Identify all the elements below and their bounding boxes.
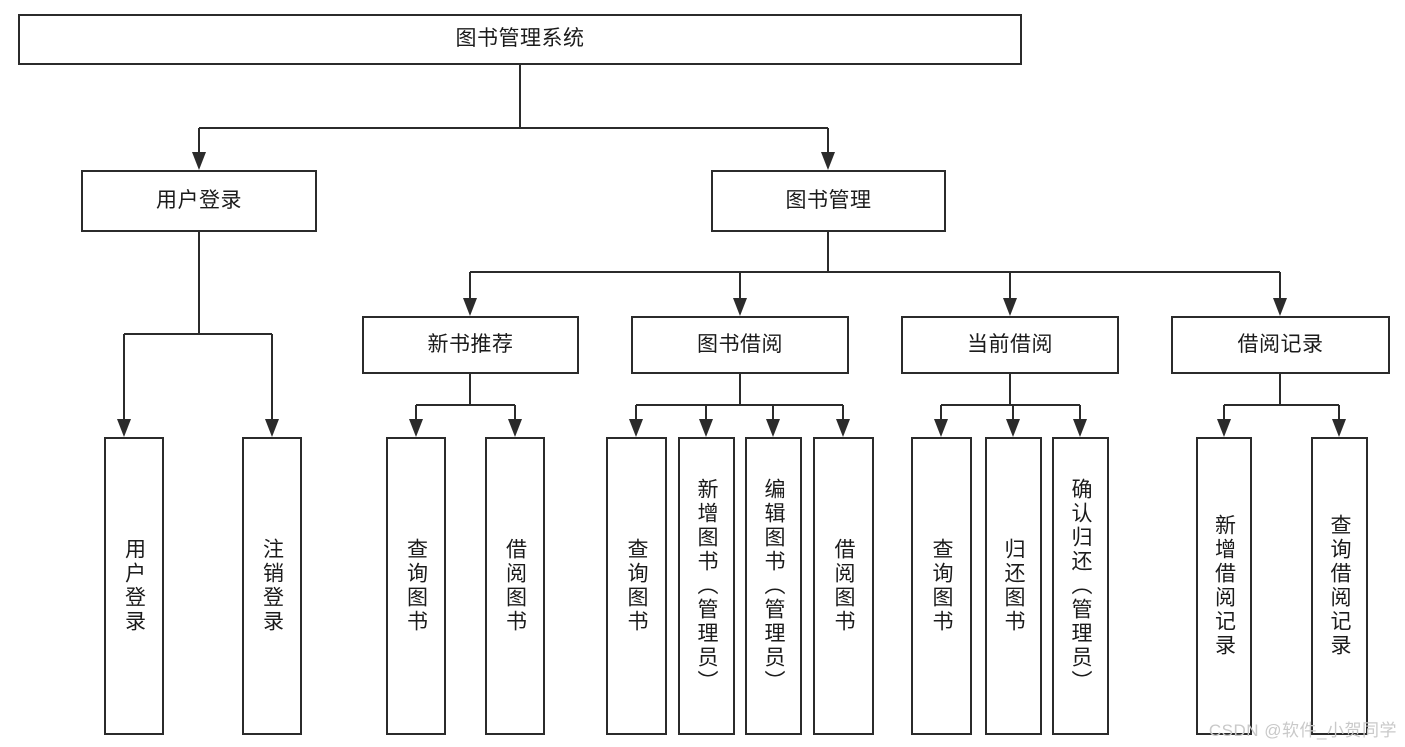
node-label: 借阅图书 [832,538,855,634]
watermark-label: CSDN @软件_小贺同学 [1208,721,1397,740]
node-label: 查询图书 [404,538,428,634]
node-label: 借阅图书 [503,538,527,634]
node-label: 新增借阅记录 [1212,514,1236,658]
node-label: 图书管理 [785,188,872,212]
node-label: 用户登录 [122,538,146,634]
node-label: 查询借阅记录 [1328,514,1351,658]
node-label: 借阅记录 [1237,332,1324,356]
arrow-head-icon [1332,419,1346,437]
arrow-head-icon [766,419,780,437]
node-leaf-cur-query-book[interactable]: 查询图书 [911,437,972,735]
node-label: 查询图书 [625,538,648,634]
node-leaf-cur-confirm-return[interactable]: 确认归还（管理员） [1052,437,1109,735]
node-label: 用户登录 [156,188,242,212]
node-label: 新增图书（管理员） [695,478,718,694]
arrow-head-icon [821,152,835,170]
arrow-head-icon [117,419,131,437]
arrow-head-icon [1006,419,1020,437]
node-book-borrow[interactable]: 图书借阅 [631,316,849,374]
arrow-head-icon [699,419,713,437]
arrow-head-icon [733,298,747,316]
arrow-head-icon [192,152,206,170]
node-book-manage[interactable]: 图书管理 [711,170,946,232]
arrow-head-icon [265,419,279,437]
arrow-head-icon [629,419,643,437]
node-leaf-borrow-add-book[interactable]: 新增图书（管理员） [678,437,735,735]
node-borrow-record[interactable]: 借阅记录 [1171,316,1390,374]
node-label: 图书管理系统 [455,27,585,51]
node-label: 归还图书 [1002,538,1025,634]
node-leaf-rec-query-record[interactable]: 查询借阅记录 [1311,437,1368,735]
arrow-head-icon [1273,298,1287,316]
node-new-book-rec[interactable]: 新书推荐 [362,316,579,374]
node-leaf-borrow-edit-book[interactable]: 编辑图书（管理员） [745,437,802,735]
arrow-head-icon [934,419,948,437]
node-leaf-user-login[interactable]: 用户登录 [104,437,164,735]
node-label: 编辑图书（管理员） [762,478,785,694]
node-root[interactable]: 图书管理系统 [18,14,1022,65]
node-leaf-rec-borrow-book[interactable]: 借阅图书 [485,437,545,735]
node-label: 注销登录 [260,538,284,634]
node-leaf-rec-query-book[interactable]: 查询图书 [386,437,446,735]
arrow-head-icon [836,419,850,437]
arrow-head-icon [1217,419,1231,437]
node-label: 图书借阅 [697,332,783,356]
node-current-borrow[interactable]: 当前借阅 [901,316,1119,374]
node-leaf-borrow-query-book[interactable]: 查询图书 [606,437,667,735]
node-leaf-rec-add-record[interactable]: 新增借阅记录 [1196,437,1252,735]
node-label: 查询图书 [930,538,953,634]
arrow-head-icon [1073,419,1087,437]
node-label: 确认归还（管理员） [1069,478,1092,694]
arrow-head-icon [1003,298,1017,316]
arrow-head-icon [508,419,522,437]
node-leaf-borrow-borrow-book[interactable]: 借阅图书 [813,437,874,735]
node-label: 新书推荐 [427,332,514,356]
node-user-login[interactable]: 用户登录 [81,170,317,232]
node-leaf-user-logout[interactable]: 注销登录 [242,437,302,735]
node-leaf-cur-return-book[interactable]: 归还图书 [985,437,1042,735]
arrow-head-icon [409,419,423,437]
arrow-head-icon [463,298,477,316]
node-label: 当前借阅 [967,332,1053,356]
